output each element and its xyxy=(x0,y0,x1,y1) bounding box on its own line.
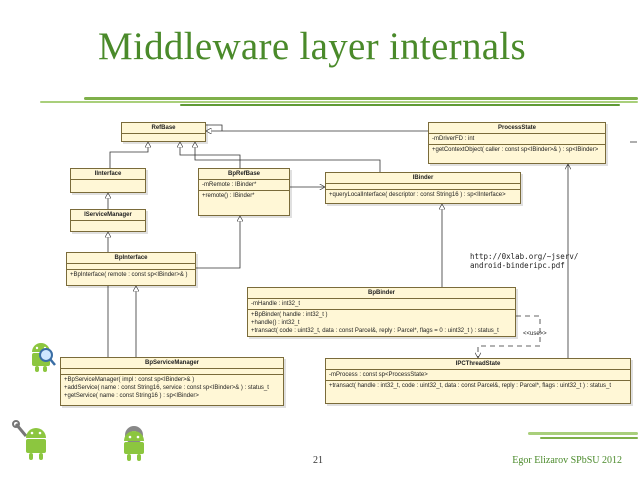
class-ibinder: IBinder +queryLocalInterface( descriptor… xyxy=(325,172,521,204)
class-name: IPCThreadState xyxy=(326,359,630,370)
class-name: RefBase xyxy=(122,123,205,134)
operation: +addService( name : const String16, serv… xyxy=(64,385,269,391)
uses-stereotype-label: <<use>> xyxy=(523,331,547,337)
operation: +getService( name : const String16 ) : s… xyxy=(64,393,199,399)
class-processstate: ProcessState -mDriverFD : int +getContex… xyxy=(428,122,606,164)
class-name: IInterface xyxy=(71,169,145,180)
class-name: BpBinder xyxy=(248,288,515,299)
class-iinterface: IInterface xyxy=(70,168,146,193)
operation: +transact( handle : int32_t, code : uint… xyxy=(329,383,611,389)
class-name: IServiceManager xyxy=(71,210,145,221)
class-name: BpServiceManager xyxy=(61,358,283,369)
android-robot-wrench-icon xyxy=(12,420,46,460)
operation: +transact( code : uint32_t, data : const… xyxy=(251,328,499,334)
attribute: -mHandle : int32_t xyxy=(251,301,301,307)
operation: +queryLocalInterface( descriptor : const… xyxy=(329,192,506,198)
source-note-line: http://0xlab.org/~jserv/ xyxy=(470,252,579,261)
operation: +getContextObject( caller : const sp<IBi… xyxy=(432,147,599,153)
decorative-stroke xyxy=(40,101,638,103)
class-name: IBinder xyxy=(326,173,520,184)
class-bpinterface: BpInterface +BpInterface( remote : const… xyxy=(66,252,196,286)
operation: +BpBinder( handle : int32_t ) xyxy=(251,312,328,318)
attribute: -mProcess : const sp<ProcessState> xyxy=(329,372,428,378)
android-robot-magnifier-icon xyxy=(32,343,56,372)
attribute: -mRemote : IBinder* xyxy=(202,182,257,188)
class-ipcthreadstate: IPCThreadState -mProcess : const sp<Proc… xyxy=(325,358,631,404)
decorative-stroke xyxy=(540,437,638,439)
decorative-stroke xyxy=(180,104,620,106)
page-number: 21 xyxy=(313,455,323,466)
attribute: -mDriverFD : int xyxy=(432,136,475,142)
class-refbase: RefBase xyxy=(121,122,206,142)
class-bpservicemanager: BpServiceManager +BpServiceManager( impl… xyxy=(60,357,284,406)
decorative-stroke xyxy=(84,97,638,100)
source-note-line: android-binderipc.pdf xyxy=(470,261,565,270)
operation: +remote() : IBinder* xyxy=(202,193,255,199)
decorative-stroke xyxy=(528,432,638,435)
operation: +BpInterface( remote : const sp<IBinder>… xyxy=(70,272,188,278)
operation: +BpServiceManager( impl : const sp<IBind… xyxy=(64,377,195,383)
class-name: BpInterface xyxy=(67,253,195,264)
slide-title: Middleware layer internals xyxy=(98,25,526,68)
class-bprefbase: BpRefBase -mRemote : IBinder* +remote() … xyxy=(198,168,290,216)
class-name: BpRefBase xyxy=(199,169,289,180)
class-iservicemanager: IServiceManager xyxy=(70,209,146,232)
operation: +handle() : int32_t xyxy=(251,320,300,326)
source-note: http://0xlab.org/~jserv/ android-binderi… xyxy=(470,252,578,270)
author-credit: Egor Elizarov SPbSU 2012 xyxy=(512,455,622,466)
class-name: ProcessState xyxy=(429,123,605,134)
android-robot-gear-icon xyxy=(124,426,144,461)
class-bpbinder: BpBinder -mHandle : int32_t +BpBinder( h… xyxy=(247,287,516,337)
